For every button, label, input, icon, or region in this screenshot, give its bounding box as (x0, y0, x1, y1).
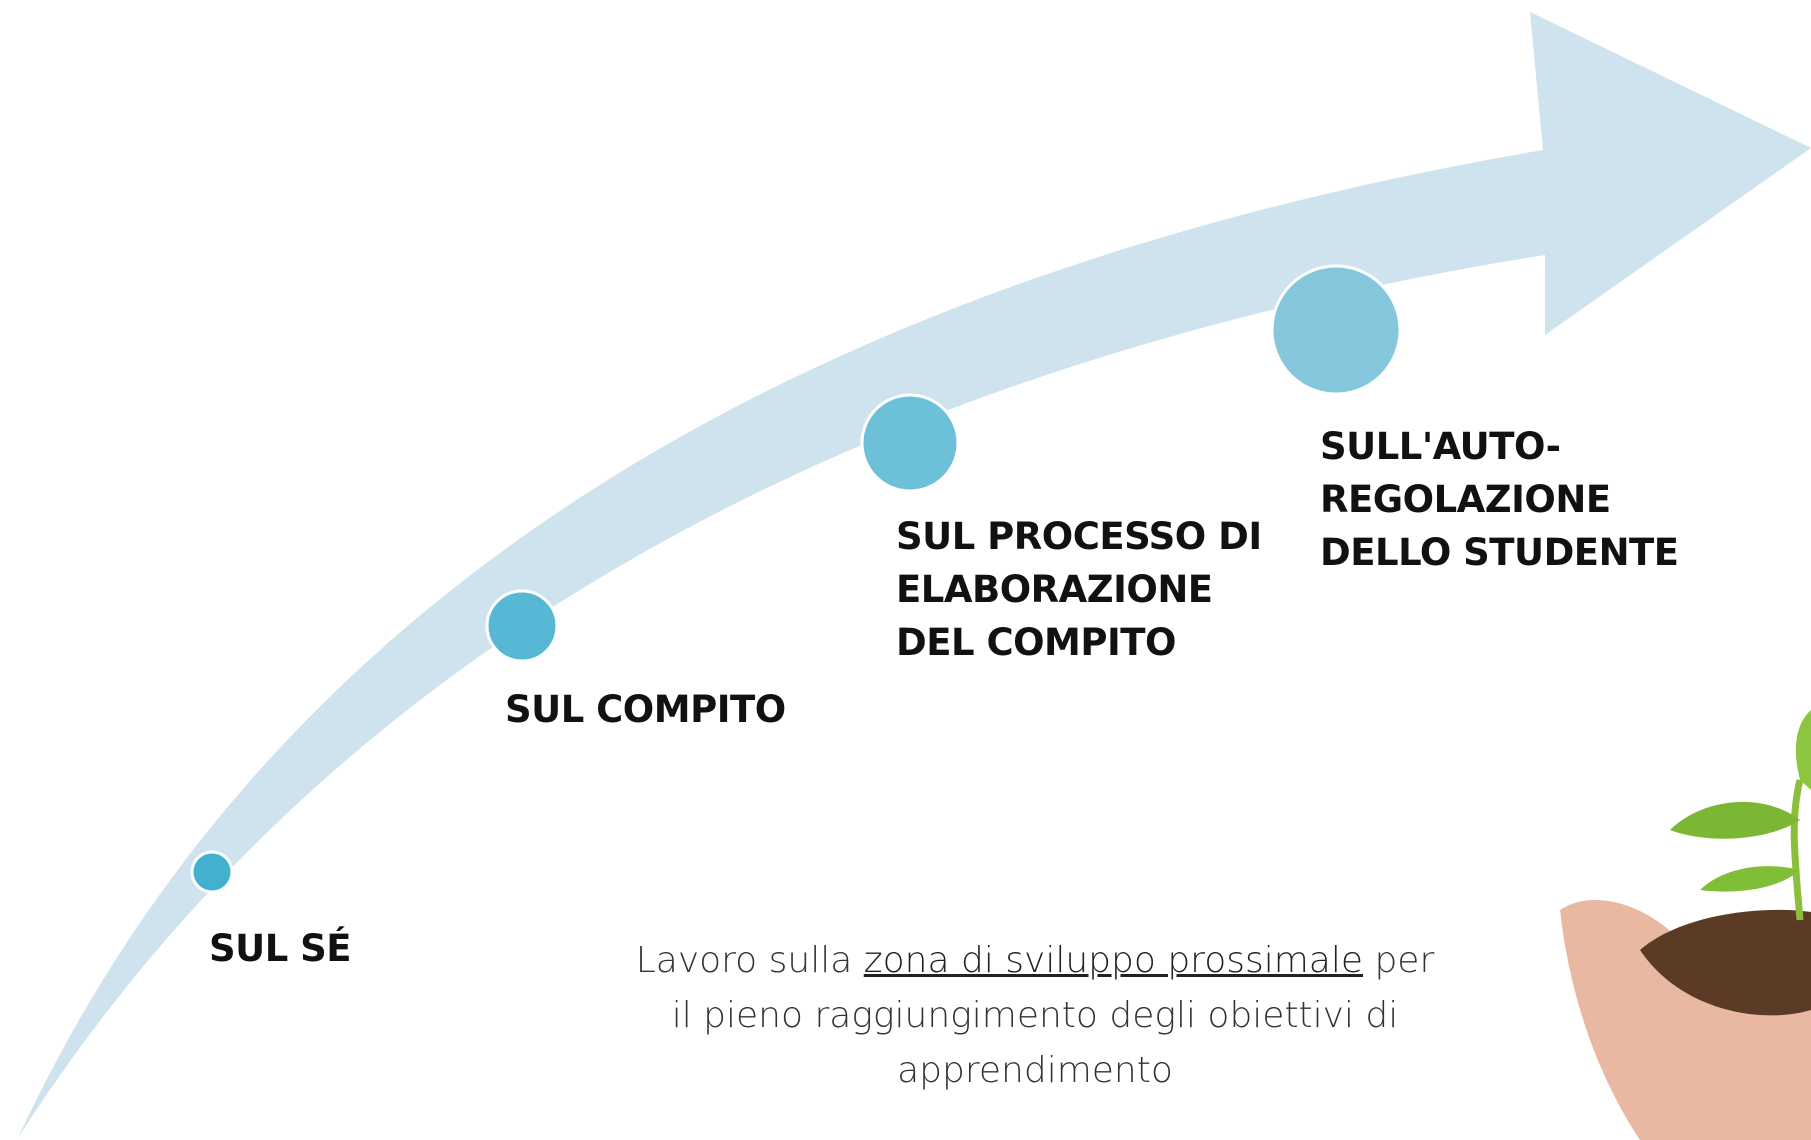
leaf-1-shape (1670, 801, 1800, 839)
step-2-node (485, 589, 559, 663)
step-nodes (190, 264, 1402, 894)
seedling-in-hands-image (1560, 710, 1811, 1140)
step-3-node (860, 393, 960, 493)
leaf-2-shape (1795, 710, 1811, 790)
soil-shape (1640, 909, 1811, 1016)
step-4-node (1270, 264, 1402, 396)
leaf-3-shape (1700, 866, 1800, 892)
step-1-label: SUL SÉ (209, 927, 352, 970)
stem-shape (1790, 779, 1804, 921)
zpd-caption: Lavoro sulla zona di sviluppo prossimale… (635, 940, 1435, 1091)
step-1-node (190, 850, 234, 894)
step-4-label: SULL'AUTO- REGOLAZIONE DELLO STUDENTE (1320, 425, 1679, 574)
curved-arrow (18, 12, 1811, 1138)
step-2-label: SUL COMPITO (505, 688, 786, 731)
step-3-label: SUL PROCESSO DI ELABORAZIONE DEL COMPITO (896, 515, 1262, 664)
zpd-underlined-term: zona di sviluppo prossimale (863, 940, 1364, 981)
